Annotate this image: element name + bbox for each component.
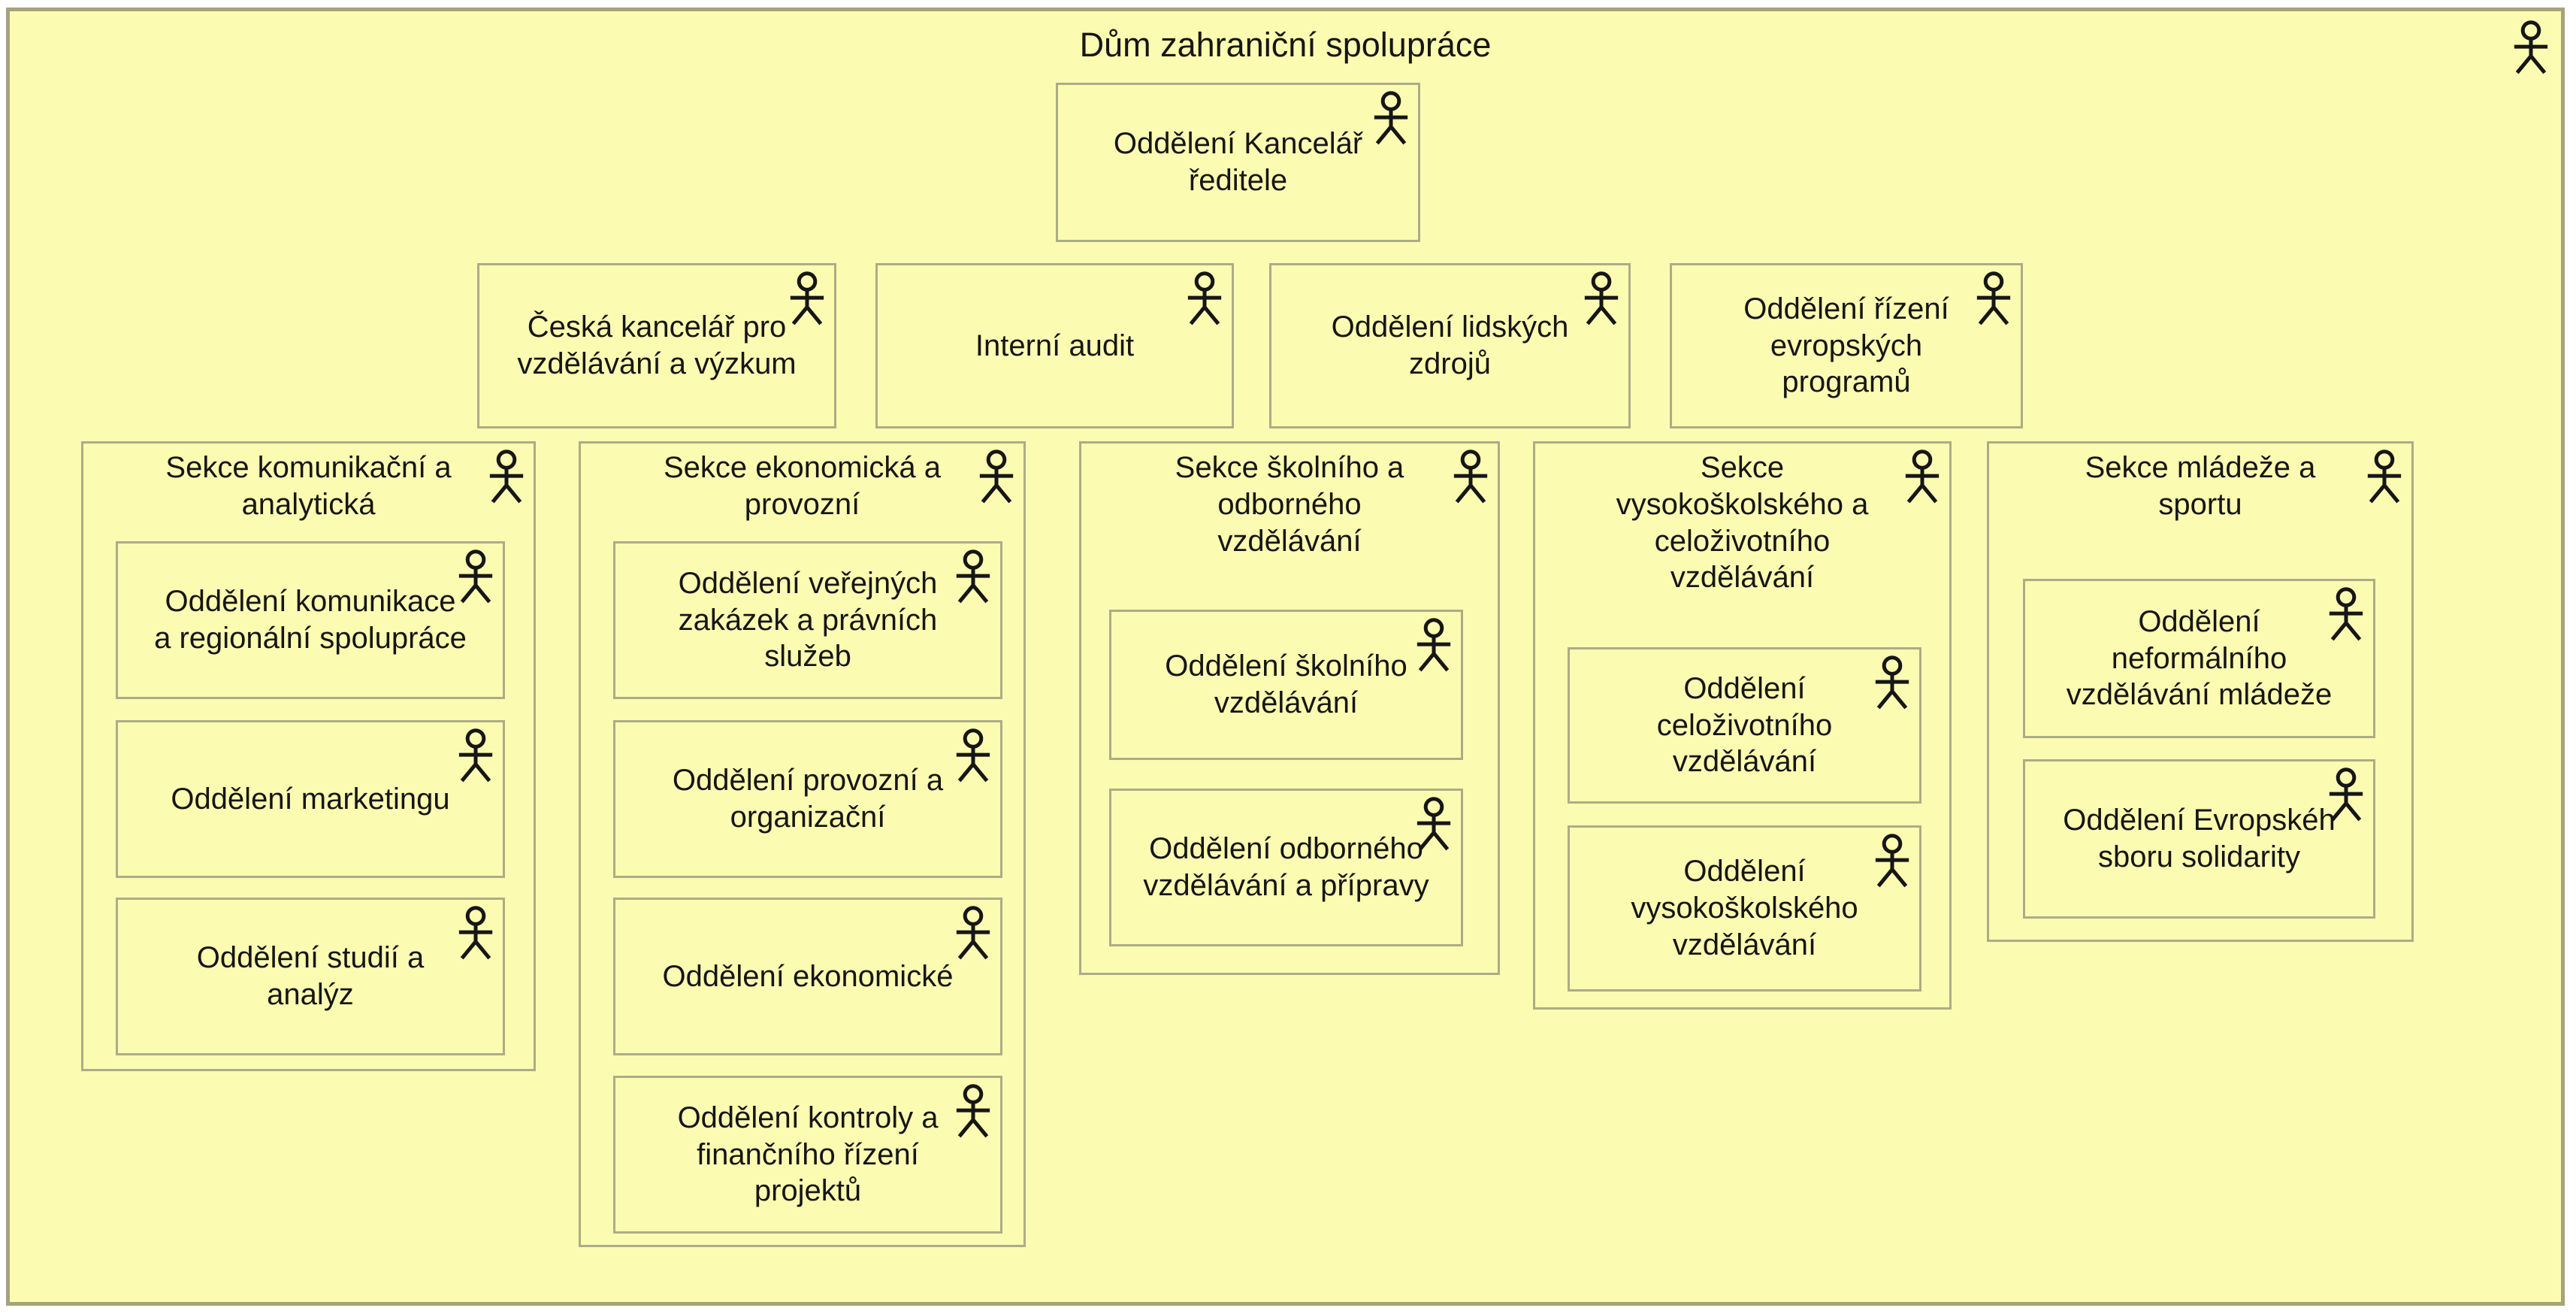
node-label: Oddělení Evropskéh sboru solidarity [2063, 804, 2336, 873]
node-school-education[interactable]: Oddělení školního vzdělávání [1109, 610, 1463, 760]
section-communication-analytical[interactable]: Sekce komunikační a analytická Oddělení … [81, 441, 536, 1071]
node-label: Oddělení řízení evropských programů [1743, 292, 1949, 399]
diagram-title: Dům zahraniční spolupráce [1079, 26, 1492, 64]
node-director-office[interactable]: Oddělení Kancelář ředitele [1056, 83, 1420, 242]
section-label: Sekce mládeže a sportu [2085, 451, 2316, 521]
section-school-vocational-education[interactable]: Sekce školního a odborného vzdělávání Od… [1079, 441, 1500, 975]
section-label: Sekce vysokoškolského a celoživotního vz… [1616, 451, 1869, 595]
node-nonformal-youth-education[interactable]: Oddělení neformálního vzdělávání mládeže [2023, 579, 2375, 738]
business-actor-icon [456, 906, 495, 963]
node-marketing[interactable]: Oddělení marketingu [116, 720, 505, 878]
business-actor-icon [1414, 618, 1453, 675]
node-communication-regional-cooperation[interactable]: Oddělení komunikace a regionální spolupr… [116, 541, 505, 699]
node-control-financial-project-management[interactable]: Oddělení kontroly a finančního řízení pr… [613, 1076, 1002, 1234]
node-label: Oddělení veřejných zakázek a právních sl… [678, 566, 938, 674]
node-european-programmes-management[interactable]: Oddělení řízení evropských programů [1670, 263, 2023, 428]
node-higher-education[interactable]: Oddělení vysokoškolského vzdělávání [1568, 825, 1921, 992]
node-label: Oddělení lidských zdrojů [1331, 310, 1569, 380]
section-higher-lifelong-education[interactable]: Sekce vysokoškolského a celoživotního vz… [1533, 441, 1952, 1010]
node-label: Oddělení neformálního vzdělávání mládeže [2066, 604, 2333, 712]
node-label: Oddělení celoživotního vzdělávání [1656, 671, 1833, 779]
business-actor-icon [1974, 271, 2013, 328]
node-label: Česká kancelář pro vzdělávání a výzkum [517, 310, 797, 380]
node-label: Oddělení vysokoškolského vzdělávání [1631, 855, 1858, 961]
node-lifelong-education[interactable]: Oddělení celoživotního vzdělávání [1568, 647, 1921, 804]
node-label: Oddělení školního vzdělávání [1165, 649, 1407, 719]
node-label: Oddělení studií a analýz [196, 941, 425, 1011]
business-actor-icon [954, 550, 993, 607]
section-label: Sekce komunikační a analytická [165, 451, 452, 521]
node-label: Oddělení kontroly a finančního řízení pr… [677, 1101, 939, 1208]
node-label: Oddělení Kancelář ředitele [1113, 127, 1363, 197]
node-economic[interactable]: Oddělení ekonomické [613, 898, 1002, 1055]
section-label: Sekce ekonomická a provozní [663, 451, 942, 521]
node-vocational-education-training[interactable]: Oddělení odborného vzdělávání a přípravy [1109, 789, 1463, 946]
node-label: Oddělení odborného vzdělávání a přípravy [1143, 832, 1429, 902]
business-actor-icon [954, 906, 993, 963]
business-actor-icon [954, 728, 993, 786]
node-public-procurement-legal[interactable]: Oddělení veřejných zakázek a právních sl… [613, 541, 1002, 699]
section-youth-sport[interactable]: Sekce mládeže a sportu Oddělení neformál… [1987, 441, 2414, 942]
node-label: Interní audit [975, 328, 1135, 362]
business-actor-icon [1185, 271, 1224, 328]
node-czech-office-education-research[interactable]: Česká kancelář pro vzdělávání a výzkum [477, 263, 836, 428]
business-actor-icon [1582, 271, 1621, 328]
node-label: Oddělení ekonomické [662, 959, 954, 993]
node-label: Oddělení provozní a organizační [672, 764, 944, 834]
business-actor-icon [1873, 655, 1912, 713]
business-actor-icon [1371, 91, 1410, 148]
business-actor-icon [456, 728, 495, 786]
node-internal-audit[interactable]: Interní audit [875, 263, 1234, 428]
node-label: Oddělení komunikace a regionální spolupr… [154, 585, 467, 655]
node-operations-organizational[interactable]: Oddělení provozní a organizační [613, 720, 1002, 878]
node-dzs-root[interactable]: Dům zahraniční spolupráce Oddělení Kance… [6, 8, 2565, 1306]
business-actor-icon [1873, 834, 1912, 891]
section-economic-operations[interactable]: Sekce ekonomická a provozní Oddělení veř… [579, 441, 1026, 1247]
node-studies-analyses[interactable]: Oddělení studií a analýz [116, 898, 505, 1055]
node-european-solidarity-corps[interactable]: Oddělení Evropskéh sboru solidarity [2023, 759, 2375, 919]
business-actor-icon [954, 1084, 993, 1141]
node-label: Oddělení marketingu [171, 782, 450, 816]
node-human-resources[interactable]: Oddělení lidských zdrojů [1269, 263, 1631, 428]
section-label: Sekce školního a odborného vzdělávání [1175, 451, 1404, 558]
business-actor-icon [2327, 587, 2366, 644]
